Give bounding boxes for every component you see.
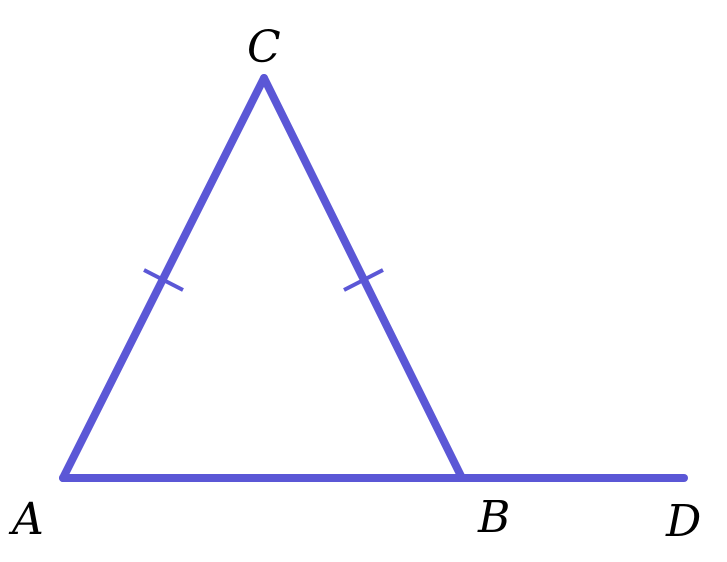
point-label-a: A bbox=[8, 494, 44, 545]
segment-cb bbox=[260, 74, 466, 482]
point-label-b: B bbox=[477, 492, 510, 543]
point-label-c: C bbox=[247, 22, 281, 73]
tick-mark-ac bbox=[143, 268, 184, 292]
point-label-d: D bbox=[665, 496, 701, 547]
tick-mark-cb bbox=[343, 268, 384, 292]
